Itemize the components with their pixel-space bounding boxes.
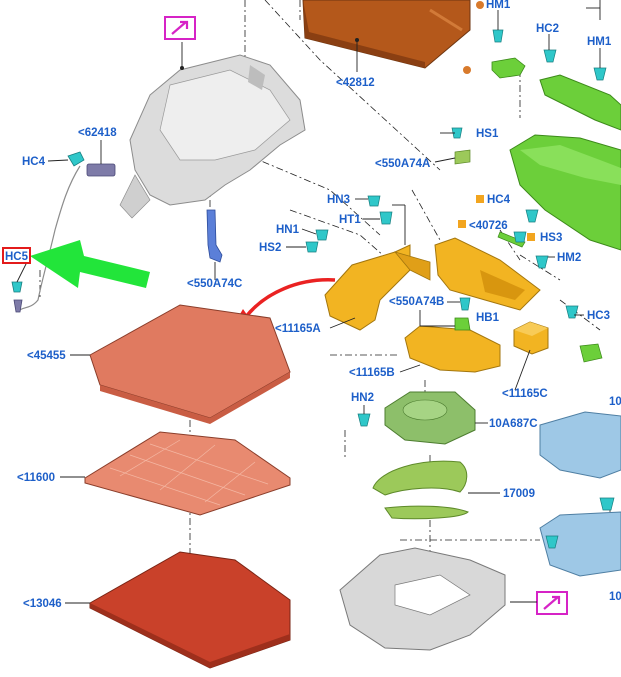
label-cut-10-b[interactable]: 10	[609, 591, 621, 603]
label-hb1[interactable]: HB1	[476, 312, 500, 324]
push-clip-hm1-right[interactable]	[593, 67, 607, 81]
push-clip-hc5[interactable]	[11, 281, 23, 313]
zoom-arrow-icon[interactable]	[536, 591, 568, 615]
push-clip-hc4-left[interactable]	[67, 151, 85, 167]
label-hs2[interactable]: HS2	[259, 242, 281, 254]
blue-tub-upper[interactable]	[539, 411, 621, 479]
label-11165a[interactable]: <11165A	[275, 323, 321, 335]
label-550a74a[interactable]: <550A74A	[375, 158, 430, 170]
label-11165b[interactable]: <11165B	[349, 367, 395, 379]
label-45455[interactable]: <45455	[27, 350, 66, 362]
orange-trim-11165b[interactable]	[404, 325, 501, 373]
label-cut-10-a[interactable]: 10	[609, 396, 621, 408]
green-pointer-arrow	[30, 240, 150, 288]
label-hn1[interactable]: HN1	[276, 224, 300, 236]
label-hc4-right[interactable]: HC4	[487, 194, 511, 206]
part-labels: HM1 HC2 HM1 <42812 <62418 HC4 HS1 <550A7…	[2, 0, 621, 610]
push-clip-hn1[interactable]	[315, 229, 329, 241]
label-17009[interactable]: 17009	[503, 488, 535, 500]
label-hc2[interactable]: HC2	[536, 23, 559, 35]
green-support-ring-17009[interactable]	[372, 460, 469, 520]
trim-bracket[interactable]	[86, 163, 116, 177]
push-clip-hs2[interactable]	[305, 241, 319, 253]
carpet-mat-13046[interactable]	[89, 551, 291, 669]
push-clip-hc3[interactable]	[565, 305, 579, 319]
push-clip-hn3[interactable]	[367, 195, 381, 207]
push-clip-hm1-top[interactable]	[492, 29, 504, 43]
green-clip-right[interactable]	[579, 343, 603, 363]
orange-trim-11165a[interactable]	[324, 244, 431, 331]
push-clip-hb1[interactable]	[459, 297, 471, 311]
label-hn3[interactable]: HN3	[327, 194, 350, 206]
label-550a74b[interactable]: <550A74B	[389, 296, 444, 308]
push-clip-bottom-right[interactable]	[545, 535, 559, 549]
orange-trim-11165c[interactable]	[513, 321, 549, 355]
wire-harness	[17, 165, 81, 313]
label-hc4-left[interactable]: HC4	[22, 156, 46, 168]
label-42812[interactable]: <42812	[336, 77, 375, 89]
label-hn2[interactable]: HN2	[351, 392, 374, 404]
small-green-clip[interactable]	[454, 317, 471, 331]
orange-trim-upper[interactable]	[434, 237, 541, 311]
label-11165c[interactable]: <11165C	[502, 388, 548, 400]
label-hm2[interactable]: HM2	[557, 252, 581, 264]
green-tray-10a687c[interactable]	[384, 391, 476, 445]
carpet-mat-45455[interactable]	[89, 304, 291, 424]
blue-duct[interactable]	[206, 209, 223, 263]
label-10a687c[interactable]: 10A687C	[489, 418, 538, 430]
push-clip-hs3[interactable]	[513, 231, 527, 243]
green-trim-upper[interactable]	[539, 74, 621, 131]
carpet-mat-11600[interactable]	[84, 431, 291, 516]
zoom-arrow-icon[interactable]	[164, 16, 196, 40]
push-clip-lower-right[interactable]	[599, 497, 615, 511]
cargo-floor-board[interactable]	[302, 0, 471, 69]
leader-lines	[16, 0, 601, 604]
floor-pan[interactable]	[339, 547, 506, 651]
push-clip-hc4-right[interactable]	[525, 209, 539, 223]
push-clip-hm2[interactable]	[535, 255, 549, 269]
green-liner-large[interactable]	[509, 134, 621, 251]
orange-markers	[458, 1, 535, 241]
label-hm1-top[interactable]: HM1	[486, 0, 511, 11]
label-hs1[interactable]: HS1	[476, 128, 499, 140]
push-clip-hc2[interactable]	[543, 49, 557, 63]
push-clip-hs1[interactable]	[451, 127, 463, 139]
bracket-550a74a[interactable]	[454, 149, 471, 165]
label-hs3[interactable]: HS3	[540, 232, 562, 244]
label-550a74c[interactable]: <550A74C	[187, 278, 242, 290]
label-62418[interactable]: <62418	[78, 127, 117, 139]
push-clip-ht1[interactable]	[379, 211, 393, 225]
label-40726[interactable]: <40726	[469, 220, 508, 232]
quarter-trim-panel[interactable]	[119, 54, 306, 219]
hc5-highlight[interactable]: HC5	[2, 247, 31, 264]
label-hm1-right[interactable]: HM1	[587, 36, 612, 48]
blue-tub-lower[interactable]	[539, 511, 621, 577]
label-hc3[interactable]: HC3	[587, 310, 610, 322]
label-11600[interactable]: <11600	[17, 472, 55, 484]
label-hc5[interactable]: HC5	[5, 251, 29, 263]
green-bracket-left[interactable]	[491, 57, 526, 79]
label-ht1[interactable]: HT1	[339, 214, 361, 226]
push-clip-hn2[interactable]	[357, 413, 371, 427]
label-13046[interactable]: <13046	[23, 598, 62, 610]
